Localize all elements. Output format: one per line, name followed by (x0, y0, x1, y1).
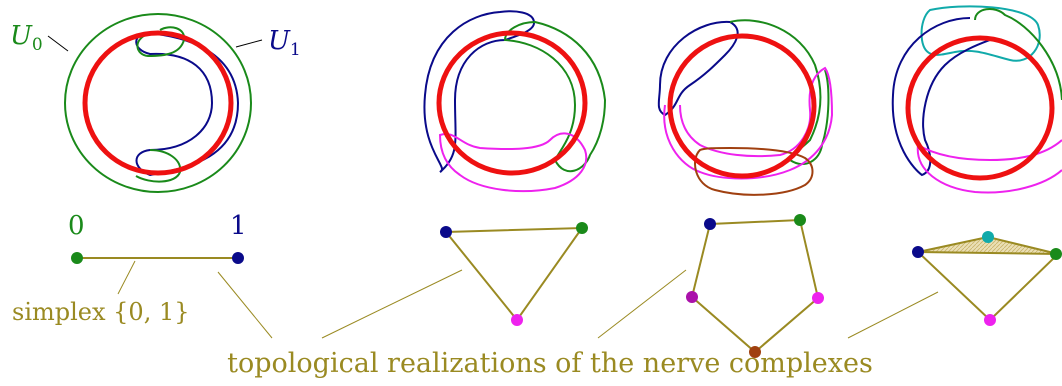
u0-pointer (48, 36, 68, 51)
u1-pointer (236, 40, 262, 47)
diamond-vertex-blue (912, 246, 924, 258)
simplex-label: simplex {0, 1} (12, 298, 190, 326)
u1-label: U1 (268, 26, 301, 60)
caption-pointer-3 (598, 270, 686, 338)
caption-pointer-4 (848, 292, 938, 338)
diamond-vertex-green (1050, 248, 1062, 260)
nerve-pentagon (686, 214, 824, 358)
u0-main: U (10, 21, 33, 51)
diamond-vertex-teal (982, 231, 994, 243)
caption-pointer-1 (218, 272, 272, 338)
cover2-red-circle (439, 33, 585, 173)
diamond-vertex-magenta (984, 314, 996, 326)
caption-pointer-2 (322, 270, 462, 338)
u1-subscript: 1 (290, 40, 301, 60)
u0-label: U0 (10, 21, 43, 55)
cover1-green-set (65, 14, 251, 192)
vertex-1-label: 1 (230, 211, 247, 241)
pentagon-vertex-purple (686, 291, 698, 303)
cover-three-sets (424, 11, 605, 191)
vertex-0-label: 0 (68, 211, 85, 241)
u1-main: U (268, 26, 291, 56)
diamond-lower-edges (918, 252, 1058, 320)
cover-two-sets: U0 U1 (10, 14, 301, 192)
cover2-magenta-set (440, 133, 586, 191)
triangle-vertex-green (576, 222, 588, 234)
cover1-blue-set (136, 33, 238, 175)
pentagon-vertex-green (794, 214, 806, 226)
vertex-1 (232, 252, 244, 264)
cover1-bottom-cap-green (136, 150, 180, 182)
pentagon-edges (692, 220, 818, 352)
simplex-pointer (118, 261, 135, 294)
caption-group: topological realizations of the nerve co… (218, 270, 938, 379)
u0-subscript: 0 (32, 35, 43, 55)
triangle-edges (446, 228, 582, 320)
triangle-vertex-blue (440, 226, 452, 238)
nerve-triangle (440, 222, 588, 326)
pentagon-vertex-blue (704, 218, 716, 230)
caption-text: topological realizations of the nerve co… (227, 348, 873, 379)
nerve-simplex-edge: 0 1 simplex {0, 1} (12, 211, 247, 326)
nerve-diamond (912, 231, 1062, 326)
cover-four-sets (659, 20, 832, 195)
cover-four-sets-overlap (893, 6, 1062, 192)
triangle-vertex-magenta (511, 314, 523, 326)
pentagon-vertex-magenta (812, 292, 824, 304)
vertex-0 (71, 252, 83, 264)
cover4-red-circle (908, 38, 1052, 178)
